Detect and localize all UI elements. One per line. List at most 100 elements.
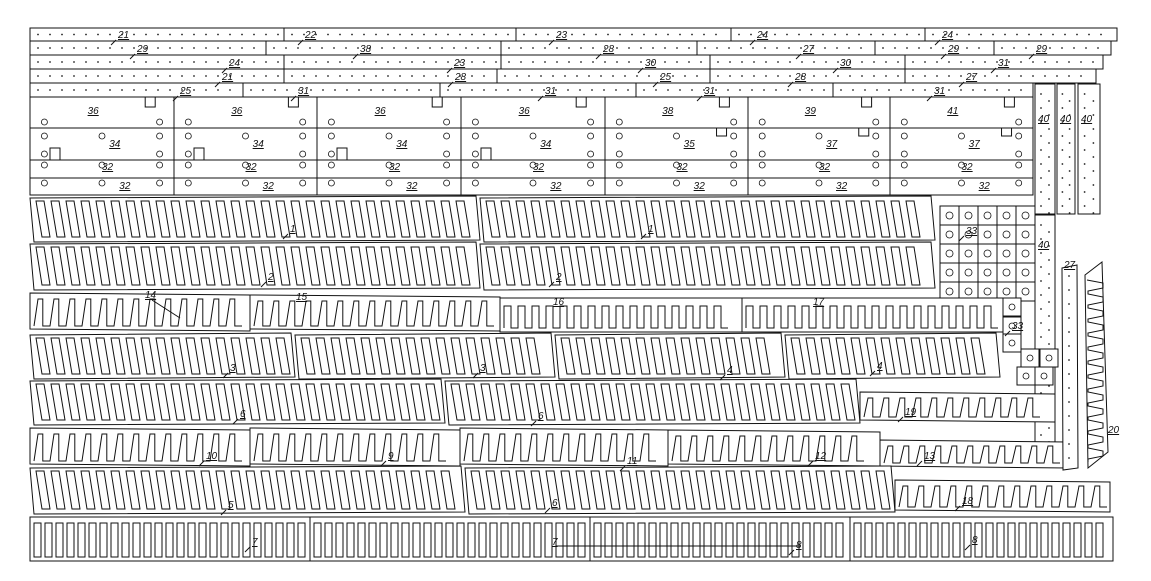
strip-dot xyxy=(1064,33,1066,36)
comb-slot xyxy=(290,200,306,238)
comb-slot xyxy=(132,522,141,558)
bar-dot xyxy=(1048,142,1050,144)
strip-dot xyxy=(579,89,581,91)
strip-dot xyxy=(544,61,546,63)
strip-dot xyxy=(375,75,377,77)
part-label: 25 xyxy=(179,86,192,97)
plate-hole xyxy=(587,150,594,158)
comb-slot xyxy=(705,383,721,421)
comb-slot xyxy=(467,522,476,558)
leader-line xyxy=(958,81,965,88)
side-bar-dot xyxy=(1068,275,1070,277)
strip-dot xyxy=(568,61,570,63)
comb-slot xyxy=(620,200,636,238)
comb-slot xyxy=(155,246,171,286)
strip-dot xyxy=(121,89,123,91)
comb-slot xyxy=(1051,522,1060,558)
leader-line xyxy=(282,233,289,240)
comb-slot xyxy=(630,383,646,421)
leader-line xyxy=(595,53,602,60)
comb-slot xyxy=(695,246,711,286)
comb-slot xyxy=(215,470,231,510)
hole-blocks xyxy=(939,205,1059,386)
comb-slot xyxy=(140,200,156,238)
comb-slot xyxy=(434,522,443,558)
part-label: 27 xyxy=(965,72,978,83)
comb-slot xyxy=(264,522,273,558)
bar-dot xyxy=(1061,135,1064,137)
part-label: 29 xyxy=(136,44,149,55)
comb-slot xyxy=(860,200,876,238)
plate-hole xyxy=(529,132,537,140)
strip-dot xyxy=(37,89,39,91)
comb-slot xyxy=(485,200,501,238)
strip xyxy=(29,54,285,70)
strip-dot xyxy=(532,47,534,49)
part-label: 34 xyxy=(540,139,552,150)
strip-dot xyxy=(406,89,408,91)
strip-dot xyxy=(393,47,395,49)
plate-hole xyxy=(587,132,594,140)
vertical-bar xyxy=(1077,83,1101,215)
strip-dot xyxy=(616,47,618,49)
plate-hole xyxy=(156,132,164,140)
strip-dot xyxy=(73,75,75,77)
bar-dot xyxy=(1048,114,1050,116)
comb-slot xyxy=(379,522,388,558)
comb-slot xyxy=(170,383,186,421)
strip-dot xyxy=(49,75,51,77)
strip-dot xyxy=(800,47,802,49)
strip-dot xyxy=(181,89,183,91)
strip-dot xyxy=(906,33,908,36)
part-label: 31 xyxy=(298,86,309,97)
strip-dot xyxy=(753,75,755,77)
strip-dot xyxy=(381,47,383,49)
strip-dot xyxy=(387,61,389,63)
part-label: 29 xyxy=(1035,44,1048,55)
comb-slot xyxy=(365,200,381,238)
strip-dot xyxy=(595,33,597,36)
strip-dot xyxy=(652,61,654,63)
hole-block-hole xyxy=(945,249,954,258)
bar-dot xyxy=(1068,128,1071,130)
comb-slot xyxy=(840,383,856,421)
strip-dot xyxy=(145,89,147,91)
strip-dot xyxy=(676,61,678,63)
comb-slot xyxy=(50,200,66,238)
strip-dot xyxy=(61,47,63,49)
leader-line xyxy=(548,39,555,46)
comb-slot xyxy=(245,337,261,375)
comb-slot xyxy=(815,246,831,286)
bar-dot xyxy=(1040,205,1042,207)
strip-dot xyxy=(627,89,629,91)
strip-dot xyxy=(471,33,473,36)
comb-slot xyxy=(835,522,844,558)
strip-dot xyxy=(628,61,630,63)
comb-slot xyxy=(245,470,261,510)
part-label: 38 xyxy=(360,44,372,55)
comb-slot xyxy=(35,470,51,510)
leader-line xyxy=(221,67,228,74)
comb-slot xyxy=(605,470,621,510)
part-label: 5 xyxy=(228,500,234,511)
strip-dot xyxy=(417,47,419,49)
comb-slot xyxy=(155,470,171,510)
bar-dot xyxy=(1048,100,1050,102)
comb-slot xyxy=(450,383,466,421)
strip-dot xyxy=(912,61,914,63)
comb-slot xyxy=(645,383,661,421)
comb-slot xyxy=(590,470,606,510)
part-label: 12 xyxy=(815,451,827,462)
comb-slot xyxy=(50,383,66,421)
hole-block-hole xyxy=(1026,354,1034,362)
comb-slot xyxy=(55,522,64,558)
comb-slot xyxy=(725,470,741,510)
strip-dot xyxy=(954,47,956,49)
plate-hole xyxy=(471,161,479,169)
comb-slot xyxy=(864,522,873,558)
comb-slot xyxy=(680,337,696,375)
strip-dot xyxy=(507,89,509,91)
plate-hole xyxy=(673,179,680,187)
comb-slot xyxy=(620,246,636,286)
